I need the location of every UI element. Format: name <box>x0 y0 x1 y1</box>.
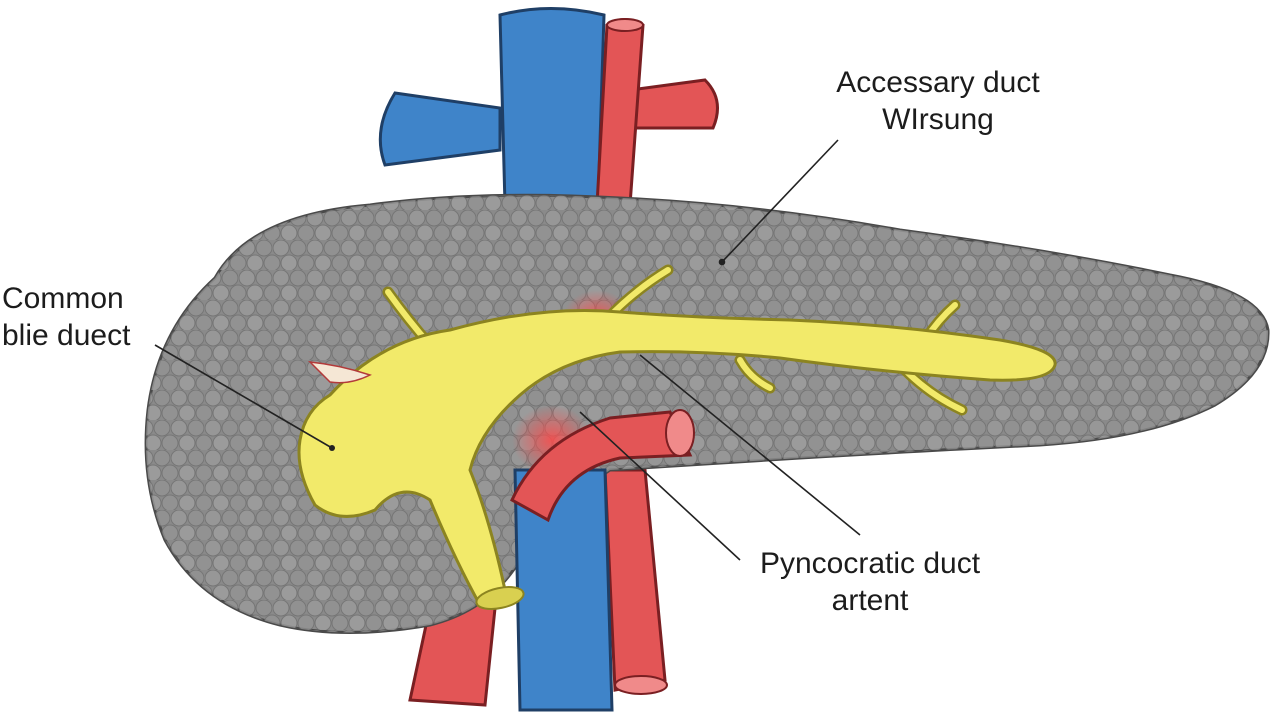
artery-lower-right <box>603 468 667 692</box>
lower-vessels-front <box>510 409 695 712</box>
label-common-bile-duct: Common blie duect <box>2 280 130 354</box>
label-common-bile-duct-line1: Common <box>2 282 124 315</box>
artery-upper-branch <box>628 78 719 130</box>
leader-accessory-duct <box>721 139 839 263</box>
leader-pancreatic-duct-1 <box>579 411 741 561</box>
label-pancreatic-duct-line2: artent <box>831 584 909 617</box>
duct-vessel-detail <box>307 361 372 384</box>
label-pancreatic-duct: Pyncocratic duct artent <box>745 545 995 619</box>
label-accessory-duct-line2: WIrsung <box>882 103 994 136</box>
pancreas-lobules <box>146 195 1269 633</box>
artery-upper-opening <box>606 18 644 32</box>
artery-lower-right-opening <box>614 675 668 695</box>
label-common-bile-duct-line2: blie duect <box>2 319 131 352</box>
leader-pancreatic-duct-2 <box>639 354 861 536</box>
leader-accessory-dot <box>718 258 726 266</box>
upper-vessels <box>378 7 719 207</box>
main-pancreatic-duct <box>297 308 1057 607</box>
label-accessory-duct-line1: Accessary duct <box>836 66 1040 99</box>
artery-crossing-opening <box>665 409 695 457</box>
label-pancreatic-duct-line1: Pyncocratic duct <box>759 547 981 580</box>
vein-upper <box>498 7 606 207</box>
duct-lower-opening <box>475 586 525 610</box>
duct-branch-mid-down-fill <box>737 357 773 391</box>
leader-common-bile-duct <box>154 344 333 449</box>
label-accessory-duct: Accessary duct WIrsung <box>813 64 1063 138</box>
vein-upper-branch <box>378 91 502 167</box>
pancreas <box>144 193 1270 634</box>
leader-lines <box>154 139 861 561</box>
duct-system <box>297 264 1057 610</box>
